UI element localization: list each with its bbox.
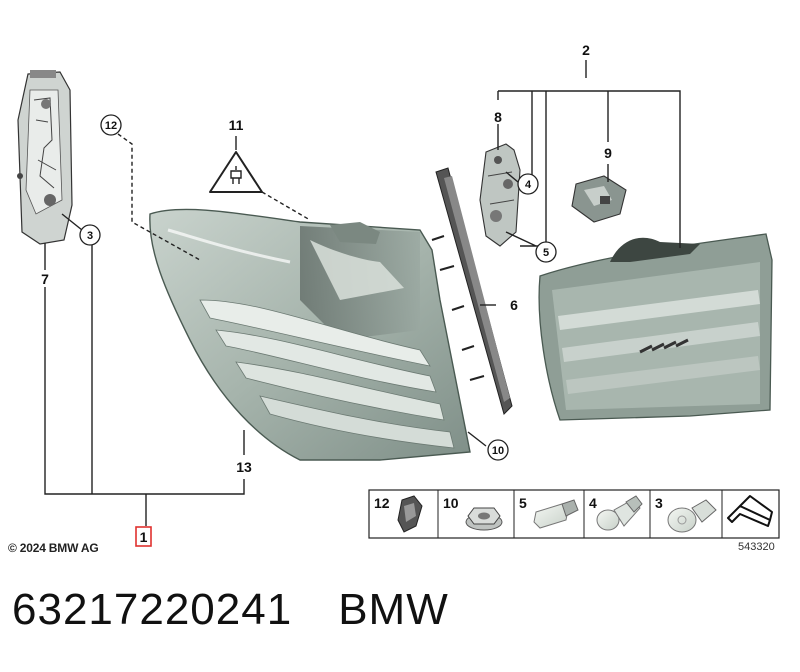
- callout-8[interactable]: 8: [494, 109, 502, 125]
- legend-item-gasket[interactable]: [727, 495, 773, 527]
- copyright-text: © 2024 BMW AG: [8, 541, 99, 555]
- part-number: 63217220241: [12, 585, 293, 634]
- parts-diagram: 7 11 13 2 8 9 6 1 12 3 4 5 10 12: [17, 42, 780, 547]
- callout-4-label: 4: [525, 179, 532, 191]
- leader-lines: [44, 60, 681, 526]
- wedge-bulb-icon: [596, 495, 643, 531]
- callout-7[interactable]: 7: [41, 271, 49, 287]
- bulb-carrier-part[interactable]: [17, 70, 73, 245]
- callout-10[interactable]: 10: [487, 439, 509, 461]
- callout-5[interactable]: 5: [535, 241, 557, 263]
- socket-part[interactable]: [571, 175, 627, 223]
- small-parts-legend: 12 10 5 4: [368, 489, 780, 539]
- callout-11[interactable]: 11: [229, 117, 244, 133]
- inner-bulb-holder-part[interactable]: [479, 143, 521, 247]
- legend-item-5[interactable]: 5: [519, 495, 579, 529]
- gasket-strip-icon: [727, 495, 773, 527]
- callout-4[interactable]: 4: [517, 173, 539, 195]
- callout-1-label: 1: [140, 529, 148, 545]
- callout-5-label: 5: [543, 247, 549, 259]
- callout-12-label: 12: [105, 120, 117, 132]
- callout-13[interactable]: 13: [236, 459, 252, 475]
- legend-number-10: 10: [443, 495, 459, 511]
- callout-10-label: 10: [492, 445, 504, 457]
- legend-item-3[interactable]: 3: [655, 495, 717, 533]
- part-caption: 63217220241 BMW: [12, 585, 449, 635]
- legend-number-4: 4: [589, 495, 597, 511]
- callout-1[interactable]: 1: [135, 526, 152, 547]
- callout-12[interactable]: 12: [100, 114, 122, 136]
- hex-nut-icon: [465, 507, 503, 531]
- inner-tail-lamp-part[interactable]: [538, 233, 773, 421]
- legend-item-10[interactable]: 10: [443, 495, 503, 531]
- bayonet-bulb-icon: [667, 499, 717, 533]
- callout-6[interactable]: 6: [510, 297, 518, 313]
- legend-number-5: 5: [519, 495, 527, 511]
- clip-icon: [397, 495, 423, 533]
- small-bulb-icon: [533, 499, 579, 529]
- outer-tail-lamp-part[interactable]: [149, 208, 471, 461]
- legend-item-12[interactable]: 12: [374, 495, 423, 533]
- callout-3[interactable]: 3: [79, 224, 101, 246]
- legend-item-4[interactable]: 4: [589, 495, 643, 531]
- callout-3-label: 3: [87, 230, 93, 242]
- gasket-part[interactable]: [431, 167, 513, 415]
- warning-triangle-icon: [209, 151, 263, 193]
- brand-name: BMW: [338, 585, 449, 634]
- legend-number-3: 3: [655, 495, 663, 511]
- figure-number: 543320: [738, 541, 775, 553]
- legend-number-12: 12: [374, 495, 390, 511]
- callout-2[interactable]: 2: [582, 42, 590, 58]
- callout-9[interactable]: 9: [604, 145, 612, 161]
